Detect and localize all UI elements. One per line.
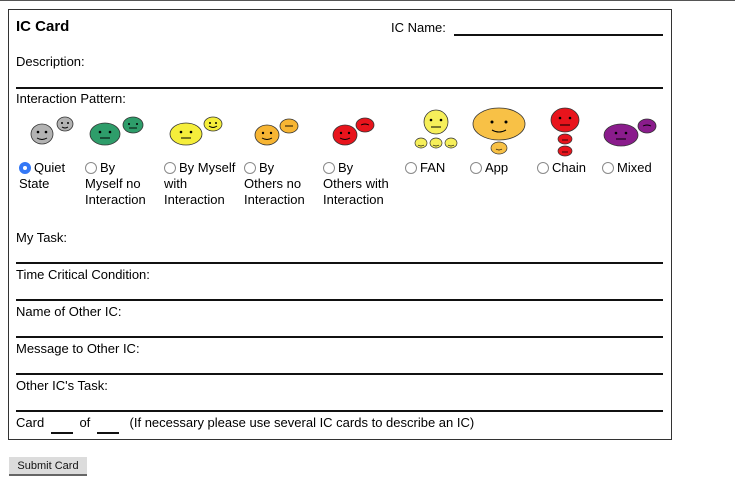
pattern-option-quiet-state[interactable]: Quiet State: [19, 160, 66, 191]
chain-face-icon: [545, 106, 585, 160]
ic-name-input[interactable]: [454, 18, 663, 36]
fan-radio[interactable]: [405, 162, 417, 174]
card-word: Card: [16, 415, 45, 430]
other-task-label: Other IC's Task:: [16, 378, 108, 393]
app-radio[interactable]: [470, 162, 482, 174]
my-task-label: My Task:: [16, 230, 68, 245]
fan-face-icon: [412, 108, 460, 152]
submit-card-button[interactable]: Submit Card: [9, 457, 87, 476]
myself-no-interaction-radio[interactable]: [85, 162, 97, 174]
interaction-pattern-label: Interaction Pattern:: [16, 91, 126, 106]
pattern-option-app[interactable]: App: [470, 160, 508, 176]
chain-radio[interactable]: [537, 162, 549, 174]
card-total-input[interactable]: [96, 417, 119, 434]
ic-card-form: IC Card IC Name: Description: Interactio…: [8, 9, 672, 440]
pattern-option-others-no-interaction[interactable]: By Others no Interaction: [244, 160, 305, 207]
message-input[interactable]: [16, 355, 663, 375]
other-ic-name-label: Name of Other IC:: [16, 304, 122, 319]
other-task-input[interactable]: [16, 392, 663, 412]
myself-no-interaction-face-icon: [87, 112, 147, 148]
pattern-option-mixed[interactable]: Mixed: [602, 160, 652, 176]
quiet-state-radio[interactable]: [19, 162, 31, 174]
ic-name-label: IC Name:: [391, 20, 446, 35]
time-critical-label: Time Critical Condition:: [16, 267, 150, 282]
time-critical-input[interactable]: [16, 281, 663, 301]
description-input[interactable]: [16, 69, 663, 89]
others-with-interaction-radio[interactable]: [323, 162, 335, 174]
card-number-row: Card of (If necessary please use several…: [16, 415, 474, 434]
quiet-state-face-icon: [27, 112, 75, 148]
myself-with-interaction-face-icon: [167, 112, 223, 148]
mixed-radio[interactable]: [602, 162, 614, 174]
card-title: IC Card: [16, 18, 70, 35]
pattern-option-myself-no-interaction[interactable]: By Myself no Interaction: [85, 160, 146, 207]
pattern-option-fan[interactable]: FAN: [405, 160, 445, 176]
other-ic-name-input[interactable]: [16, 318, 663, 338]
card-number-input[interactable]: [50, 417, 73, 434]
description-label: Description:: [16, 54, 85, 69]
of-word: of: [79, 415, 91, 430]
others-no-interaction-face-icon: [251, 112, 303, 148]
app-face-icon: [471, 106, 527, 156]
myself-with-interaction-radio[interactable]: [164, 162, 176, 174]
my-task-input[interactable]: [16, 244, 663, 264]
others-with-interaction-face-icon: [329, 112, 381, 148]
card-note: (If necessary please use several IC card…: [129, 415, 475, 430]
others-no-interaction-radio[interactable]: [244, 162, 256, 174]
pattern-option-chain[interactable]: Chain: [537, 160, 586, 176]
top-divider: [0, 0, 735, 1]
message-label: Message to Other IC:: [16, 341, 140, 356]
pattern-option-others-with-interaction[interactable]: By Others with Interaction: [323, 160, 389, 207]
mixed-face-icon: [601, 112, 657, 148]
pattern-option-myself-with-interaction[interactable]: By Myself with Interaction: [164, 160, 236, 207]
